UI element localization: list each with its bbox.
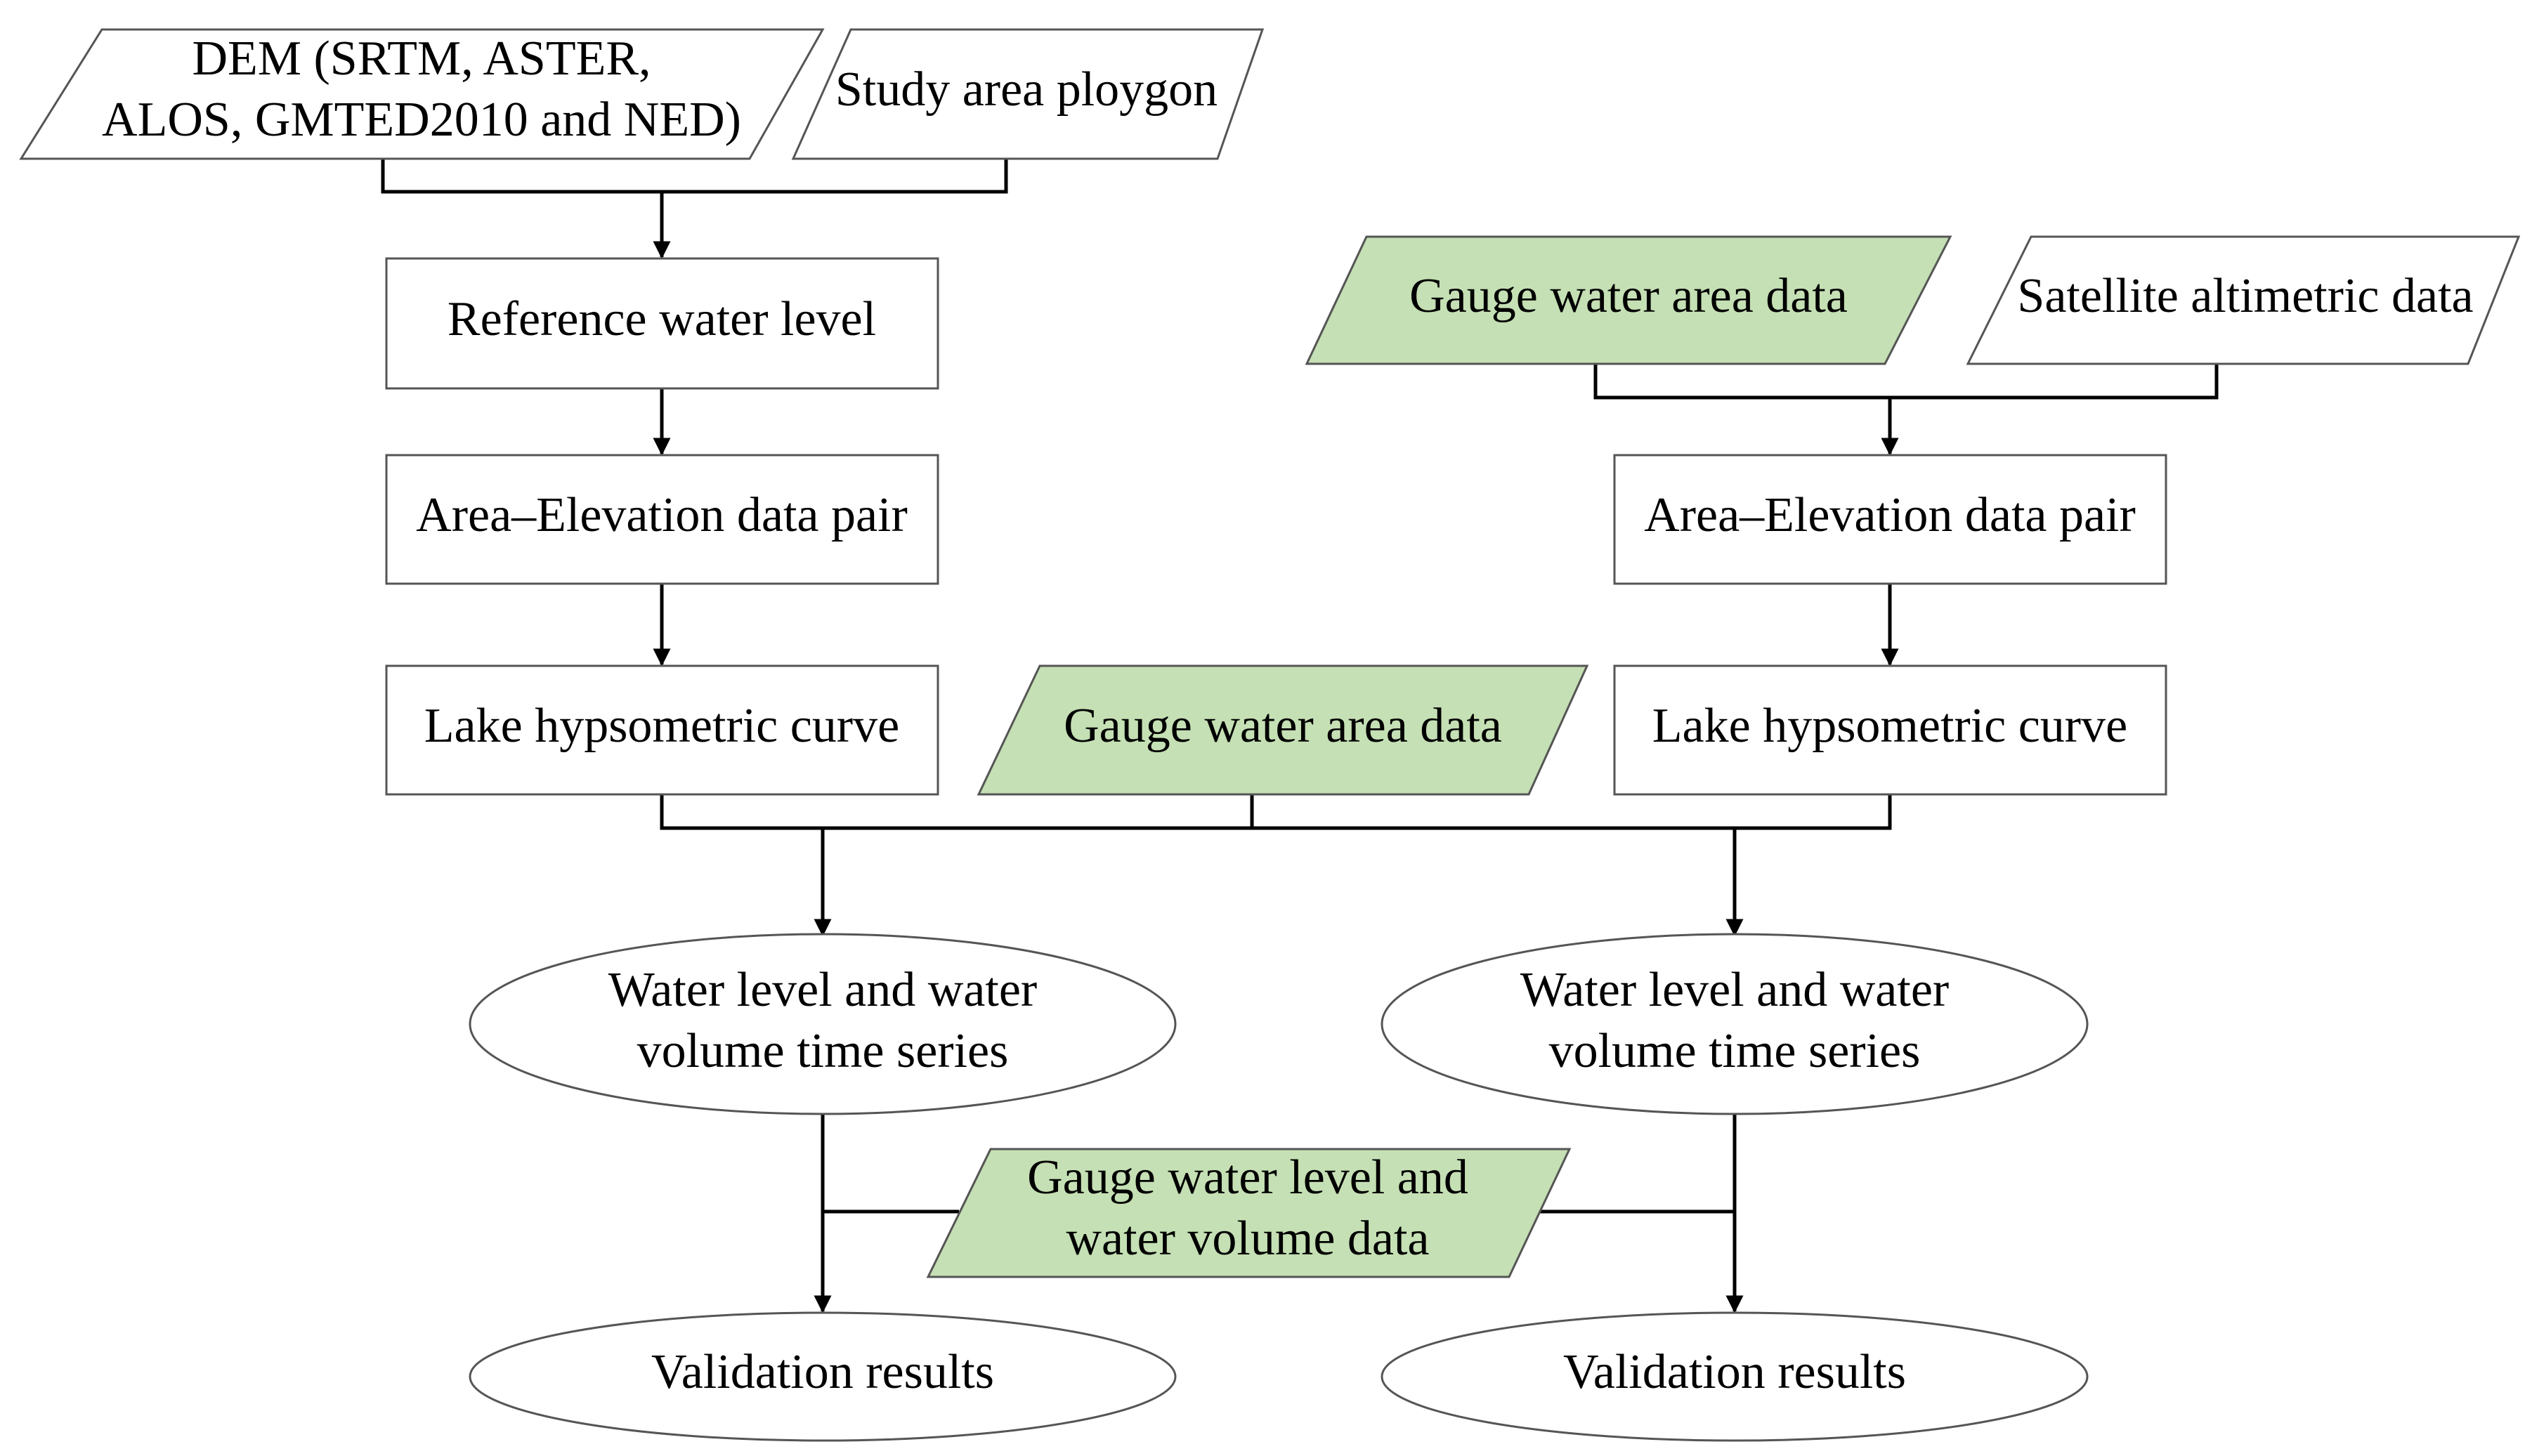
- connector-inputs-to-reference: [381, 159, 1008, 194]
- ts-right-label-2: volume time series: [1549, 1024, 1921, 1078]
- hypso-left-label: Lake hypsometric curve: [424, 699, 899, 753]
- node-hypso-left: Lake hypsometric curve: [385, 664, 939, 796]
- node-gauge-area-mid: Gauge water area data: [977, 664, 1589, 796]
- node-gauge-area-top: Gauge water area data: [1305, 235, 1952, 365]
- node-hypso-right: Lake hypsometric curve: [1613, 664, 2167, 796]
- ts-left-label-2: volume time series: [637, 1024, 1009, 1078]
- node-area-elev-right: Area–Elevation data pair: [1613, 454, 2167, 585]
- valid-left-label: Validation results: [651, 1345, 994, 1399]
- dem-input-label-1: DEM (SRTM, ASTER,: [192, 32, 651, 86]
- area-elev-right-label: Area–Elevation data pair: [1644, 488, 2136, 542]
- ts-right-label-1: Water level and water: [1520, 963, 1949, 1017]
- node-sat-alt: Satellite altimetric data: [1966, 235, 2521, 365]
- sat-alt-label: Satellite altimetric data: [2017, 269, 2473, 323]
- gauge-level-label-2: water volume data: [1066, 1212, 1429, 1266]
- node-valid-left: Validation results: [469, 1311, 1177, 1442]
- connector-right-inputs: [1593, 364, 2219, 400]
- reference-level-label: Reference water level: [448, 292, 876, 346]
- connectors: [381, 159, 2219, 1313]
- dem-input-label-2: ALOS, GMTED2010 and NED): [102, 93, 741, 147]
- node-ts-right: Water level and water volume time series: [1381, 933, 2089, 1115]
- node-dem-input: DEM (SRTM, ASTER, ALOS, GMTED2010 and NE…: [19, 28, 825, 160]
- ts-left-label-1: Water level and water: [608, 963, 1037, 1017]
- valid-right-label: Validation results: [1563, 1345, 1906, 1399]
- node-reference-level: Reference water level: [385, 257, 939, 390]
- node-area-elev-left: Area–Elevation data pair: [385, 454, 939, 585]
- node-valid-right: Validation results: [1381, 1311, 2089, 1442]
- node-ts-left: Water level and water volume time series: [469, 933, 1177, 1115]
- study-area-label: Study area ploygon: [835, 63, 1218, 117]
- node-gauge-level: Gauge water level and water volume data: [926, 1148, 1572, 1278]
- node-study-area: Study area ploygon: [791, 28, 1265, 160]
- hypso-right-label: Lake hypsometric curve: [1652, 699, 2127, 753]
- gauge-level-label-1: Gauge water level and: [1027, 1150, 1468, 1205]
- gauge-area-mid-label: Gauge water area data: [1064, 699, 1502, 753]
- connector-merge-bar: [660, 794, 1892, 830]
- gauge-area-top-label: Gauge water area data: [1409, 269, 1848, 323]
- area-elev-left-label: Area–Elevation data pair: [416, 488, 908, 542]
